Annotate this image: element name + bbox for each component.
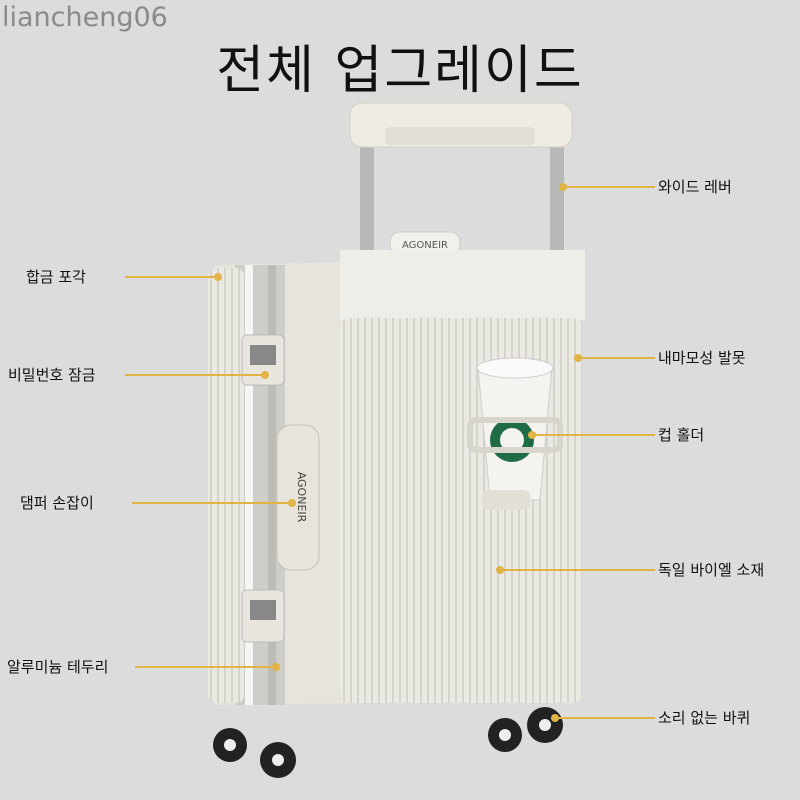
callout-dot — [288, 499, 296, 507]
callout-dot — [272, 663, 280, 671]
page-title: 전체 업그레이드 — [216, 41, 584, 101]
callout-dot — [528, 431, 536, 439]
side-handle — [276, 424, 320, 571]
callout-label-cup-holder: 컵 홀더 — [658, 426, 705, 444]
callout-dot — [559, 183, 567, 191]
side-handle-brand: AGONEIR — [295, 472, 308, 523]
callout-label-wide-lever: 와이드 레버 — [658, 178, 732, 196]
callout-label-aluminum-frame: 알루미늄 테두리 — [7, 658, 109, 676]
callout-dot — [574, 354, 582, 362]
callout-label-wear-resistant-feet: 내마모성 발못 — [658, 349, 746, 367]
callout-dot — [496, 566, 504, 574]
wheels — [213, 707, 563, 778]
callout-lines — [125, 183, 655, 722]
callout-label-alloy-corner: 합금 포각 — [26, 268, 86, 286]
telescopic-handle — [349, 102, 573, 310]
top-handle-brand: AGONEIR — [402, 240, 448, 251]
callout-label-silent-wheels: 소리 없는 바퀴 — [658, 709, 751, 727]
callout-label-damper-handle: 댐퍼 손잡이 — [20, 494, 94, 512]
callout-label-bayer-material: 독일 바이엘 소재 — [658, 561, 765, 579]
callout-dot — [261, 371, 269, 379]
callout-dot — [551, 714, 559, 722]
watermark: liancheng06 — [2, 2, 168, 33]
callout-dot — [214, 273, 222, 281]
callout-label-combination-lock: 비밀번호 잠금 — [8, 366, 96, 384]
